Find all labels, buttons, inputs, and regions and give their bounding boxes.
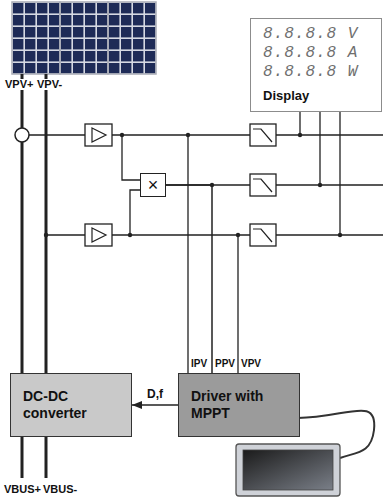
converter-box: DC-DC converter (10, 373, 132, 437)
amplifier-symbol (92, 128, 106, 142)
amplifier-box (85, 224, 112, 246)
solar-panel (12, 2, 60, 74)
junction-dot (236, 233, 240, 237)
display-panel: 8.8.8.8 V8.8.8.8 A8.8.8.8 W Display (250, 18, 382, 112)
junction-dot (298, 133, 302, 137)
box-label: DC-DC converter (23, 388, 119, 422)
solar-cells (60, 2, 108, 74)
terminal-name: VBUS+ (3, 484, 42, 495)
filter-box (250, 174, 276, 196)
meter-readout: 8.8.8.8 V (263, 25, 358, 44)
signal-wire (29, 112, 383, 373)
solar-panel (60, 2, 108, 74)
meter-readout: 8.8.8.8 W (263, 63, 358, 82)
solar-panel (108, 2, 156, 74)
box-label: Display (263, 88, 309, 103)
signal-connector (166, 185, 212, 373)
signal-name: VPV+ (4, 79, 34, 90)
current-sensor (15, 128, 29, 142)
signal-connector (132, 404, 178, 406)
junction-dot (128, 233, 132, 237)
edge-label: D,f (146, 388, 164, 400)
junction-dot (338, 233, 342, 237)
amplifier-symbol (92, 228, 106, 242)
amplifier-box (85, 124, 112, 146)
terminal-name: VBUS- (42, 484, 78, 495)
signal-name: IPV (190, 359, 208, 369)
solar-cells (12, 2, 60, 74)
lowpass-symbol (253, 229, 272, 242)
filter-box (250, 124, 276, 146)
junction-dot (44, 233, 48, 237)
solar-cells (108, 2, 156, 74)
lowpass-symbol (253, 179, 272, 192)
signal-name: VPV (240, 359, 262, 369)
driver-box: Driver with MPPT (178, 373, 300, 437)
lowpass-symbol (253, 129, 272, 142)
junction-dot (186, 133, 190, 137)
junction-dot (318, 183, 322, 187)
signal-name: PPV (214, 359, 236, 369)
junction-dot (120, 133, 124, 137)
box-label: × (148, 176, 159, 194)
monitor-screen (243, 450, 333, 490)
filter-box (250, 224, 276, 246)
computer-monitor (236, 444, 340, 496)
box-label: Driver with MPPT (191, 388, 287, 422)
multiplier-box: × (140, 173, 166, 197)
signal-name: VPV- (36, 79, 63, 90)
meter-readout: 8.8.8.8 A (263, 44, 358, 63)
